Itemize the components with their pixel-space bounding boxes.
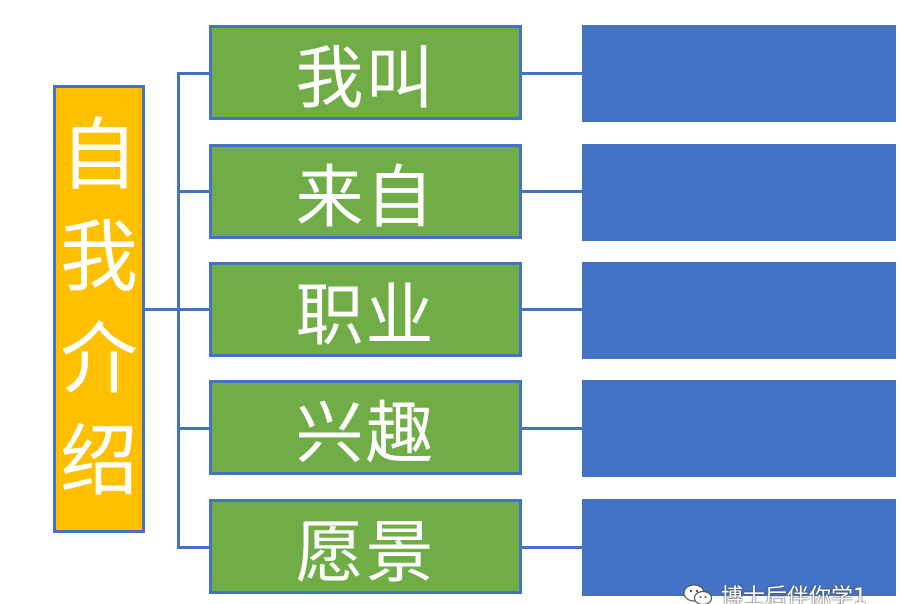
watermark-text: 博士后伴你学1: [721, 585, 867, 604]
node-occupation-label: 职业: [295, 277, 436, 356]
node-origin: 来自: [209, 144, 522, 239]
node-interests: 兴趣: [209, 380, 522, 475]
branch-line-1: [177, 72, 209, 75]
watermark: 博士后伴你学1: [683, 580, 867, 604]
node-occupation: 职业: [209, 262, 522, 357]
node-name: 我叫: [209, 25, 522, 120]
node-name-label: 我叫: [295, 40, 436, 119]
answer-box-vision: [582, 499, 896, 596]
branch-line-4: [177, 427, 209, 430]
node-answer-line-5: [522, 546, 582, 549]
answer-box-origin: [582, 144, 896, 241]
node-answer-line-4: [522, 427, 582, 430]
answer-box-occupation: [582, 262, 896, 359]
root-node-label: 自我介绍: [59, 111, 138, 507]
node-answer-line-3: [522, 308, 582, 311]
root-connector-line: [145, 308, 179, 311]
root-node: 自我介绍: [53, 85, 145, 533]
node-answer-line-2: [522, 190, 582, 193]
node-answer-line-1: [522, 72, 582, 75]
branch-line-5: [177, 546, 209, 549]
node-vision-label: 愿景: [295, 514, 436, 593]
branch-line-3: [177, 308, 209, 311]
answer-box-name: [582, 25, 896, 122]
answer-box-interests: [582, 380, 896, 477]
node-interests-label: 兴趣: [295, 395, 436, 474]
branch-line-2: [177, 190, 209, 193]
node-origin-label: 来自: [295, 159, 436, 238]
node-vision: 愿景: [209, 499, 522, 594]
wechat-icon: [683, 583, 713, 604]
